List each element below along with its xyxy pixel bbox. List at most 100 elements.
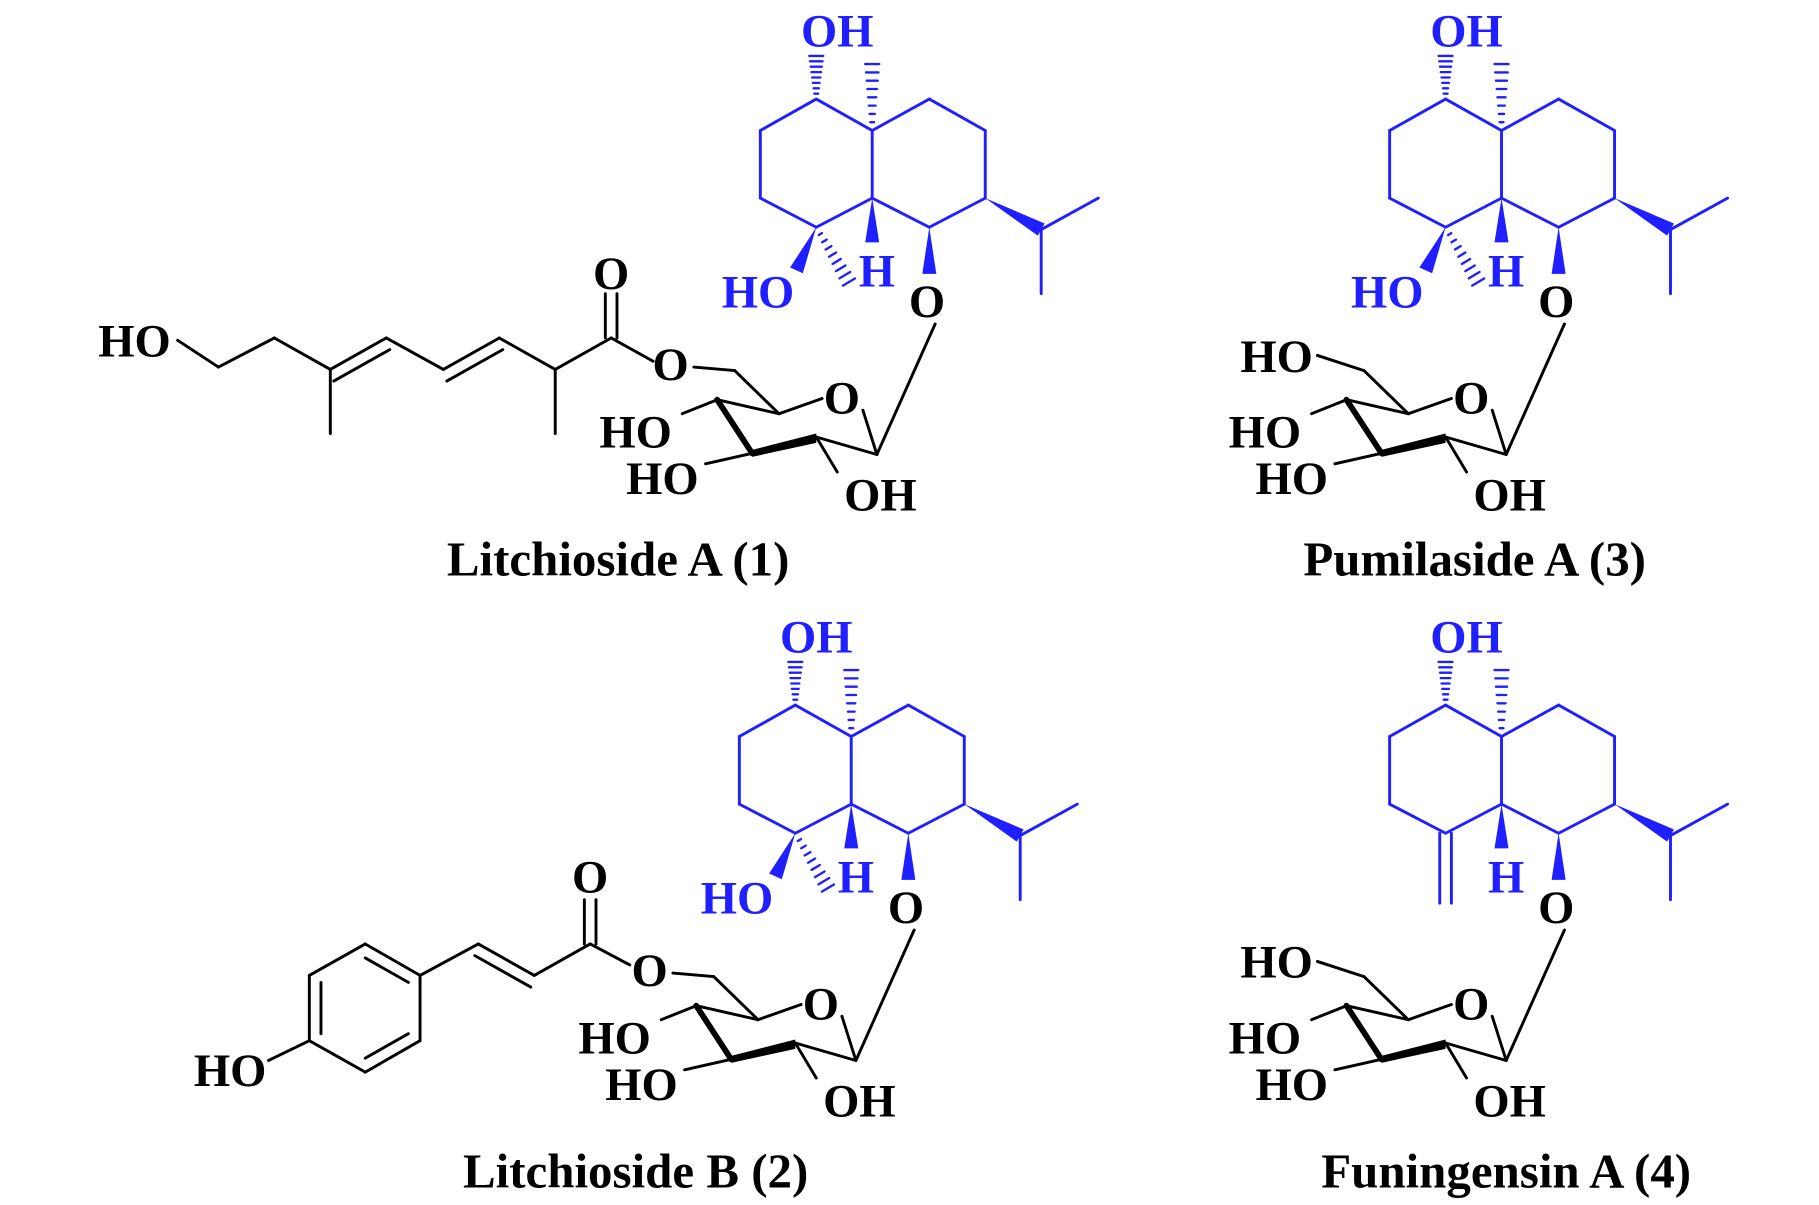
bond — [1343, 396, 1385, 457]
hashed-bond — [810, 863, 821, 872]
bond — [553, 336, 613, 371]
sugar-ring-bond — [1345, 1004, 1410, 1022]
hashed-bond — [1457, 251, 1467, 258]
bond — [733, 369, 781, 416]
bond — [1333, 1057, 1383, 1072]
wedge-bond — [865, 198, 880, 243]
ring-a-bond — [1444, 703, 1503, 738]
compound-name-4: Funingensin A (4) — [1321, 1144, 1691, 1199]
ring-a-bond — [1444, 802, 1503, 835]
bold-ring-bond — [1381, 1039, 1446, 1063]
bond — [609, 336, 655, 363]
carbonyl-oxygen-label: O — [593, 248, 629, 300]
hydroxyl-label: OH — [801, 6, 874, 58]
carbonyl-oxygen-label: O — [572, 852, 608, 904]
hydroxyl-label: OH — [823, 1075, 896, 1127]
hydroxyl-label: OH — [1473, 1075, 1546, 1127]
wedge-bond — [1494, 198, 1509, 243]
hydrogen-label: H — [1488, 246, 1524, 298]
sugar-ring-bond — [715, 398, 781, 416]
bond — [854, 928, 916, 1062]
benzene-bond — [363, 1039, 422, 1074]
benzene-bond — [307, 942, 367, 977]
ring-b-bond — [870, 97, 931, 132]
hydroxyl-label: HO — [1240, 331, 1313, 383]
bond — [1310, 398, 1348, 416]
hydroxyl-label: HO — [578, 1013, 651, 1065]
hashed-bond — [1471, 277, 1486, 287]
bond — [683, 1057, 733, 1072]
bond — [418, 942, 480, 977]
bond — [1504, 928, 1566, 1062]
bond — [1315, 353, 1366, 373]
wedge-bond — [844, 804, 859, 849]
bond — [267, 1039, 311, 1062]
hashed-bond — [813, 870, 826, 879]
hashed-bond — [1467, 270, 1481, 280]
hydrogen-label: H — [838, 852, 874, 904]
hashed-bond — [831, 257, 842, 266]
bond — [363, 1032, 410, 1060]
glycosidic-oxygen-label: O — [909, 276, 945, 328]
hashed-bond — [838, 270, 852, 280]
bond — [1444, 435, 1469, 474]
ring-b-bond — [927, 196, 987, 229]
hydroxyl-label: HO — [1229, 1013, 1302, 1065]
bond — [714, 396, 756, 457]
ring-a-bond — [1388, 802, 1448, 835]
bond — [1669, 802, 1730, 838]
ring-a-bond — [814, 196, 874, 229]
hashed-bond — [821, 238, 828, 244]
coumaroyl-group: HOO — [194, 852, 632, 1097]
ring-a-bond — [1388, 97, 1448, 132]
hashed-bond — [796, 837, 803, 843]
wedge-bond — [1614, 198, 1674, 236]
hydroxyl-label: HO — [701, 873, 774, 925]
wedge-bond — [1419, 227, 1446, 274]
bond — [659, 1004, 698, 1022]
ring-a-bond — [793, 703, 853, 738]
ring-oxygen-label: O — [803, 979, 839, 1031]
bond — [363, 956, 410, 984]
bond — [1362, 369, 1410, 416]
hashed-bond — [834, 264, 847, 273]
hydroxyl-label: HO — [599, 407, 672, 459]
bond — [712, 975, 760, 1022]
ring-b-bond — [1557, 703, 1617, 738]
bond — [814, 435, 839, 474]
hydroxyl-label: OH — [1430, 6, 1503, 58]
bond — [1444, 1041, 1469, 1080]
bond — [671, 971, 716, 979]
wedge-bond — [790, 227, 817, 274]
hydroxyl-label: HO — [1240, 937, 1313, 989]
sugar-ring-bond — [756, 1003, 803, 1022]
hydroxyl-label: HO — [98, 316, 171, 368]
bond — [532, 942, 592, 977]
hashed-bond — [1446, 231, 1453, 237]
glycosidic-oxygen-label: O — [1538, 882, 1574, 934]
hydroxyl-label: OH — [844, 469, 917, 521]
bond — [814, 435, 879, 456]
hydroxyl-label: HO — [1351, 267, 1424, 319]
glycosidic-oxygen-label: O — [888, 882, 924, 934]
bond — [1343, 1002, 1385, 1063]
hydroxyl-label: HO — [722, 267, 795, 319]
ring-oxygen-label: O — [1453, 979, 1489, 1031]
hydrogen-label: H — [1488, 852, 1524, 904]
bond — [1039, 196, 1100, 232]
sugar-ring-bond — [694, 1004, 760, 1022]
bond — [328, 336, 388, 371]
hashed-bond — [1460, 257, 1472, 266]
ester-oxygen-label: O — [631, 945, 667, 997]
hydroxyl-label: HO — [1255, 1059, 1328, 1111]
ring-b-bond — [849, 802, 910, 835]
ester-oxygen-label: O — [652, 339, 688, 391]
ring-a-bond — [1444, 97, 1503, 132]
bond — [384, 336, 445, 371]
sugar-ring-bond — [1345, 398, 1410, 416]
chain-bond — [216, 336, 276, 369]
compound-name-3: Pumilaside A (3) — [1303, 532, 1646, 587]
